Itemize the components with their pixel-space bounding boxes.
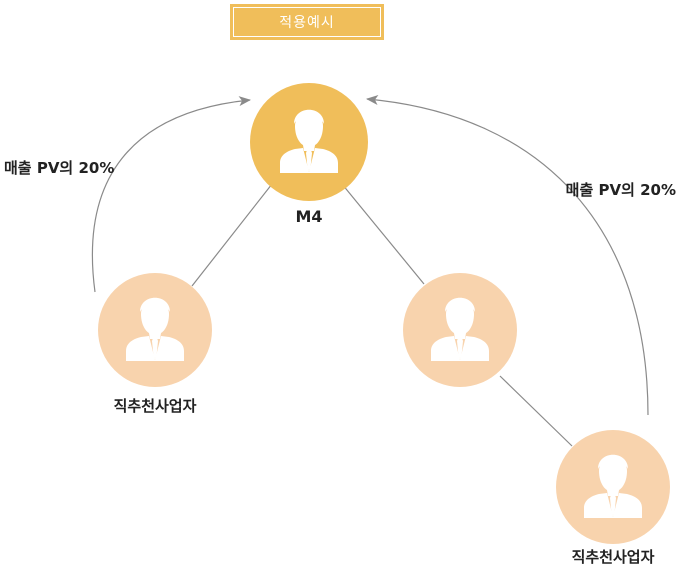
- title-badge: 적용예시: [230, 4, 384, 40]
- node-right-mid: [403, 273, 517, 387]
- bottom-right-node-label: 직추천사업자: [572, 548, 655, 566]
- node-left: [98, 273, 212, 387]
- left-arrow-label: 매출 PV의 20%: [4, 159, 114, 177]
- connector-top-right: [341, 183, 425, 285]
- node-bottom-right: [556, 430, 670, 544]
- right-arrow-label: 매출 PV의 20%: [566, 181, 676, 199]
- left-commission-arrow: [91, 96, 251, 293]
- node-top: [250, 83, 368, 201]
- title-text: 적용예시: [233, 7, 381, 37]
- left-node-label: 직추천사업자: [114, 397, 197, 415]
- connector-top-left: [191, 183, 273, 287]
- connector-right-bottom: [499, 375, 573, 447]
- top-node-label: M4: [295, 207, 322, 226]
- right-commission-arrow: [366, 95, 649, 416]
